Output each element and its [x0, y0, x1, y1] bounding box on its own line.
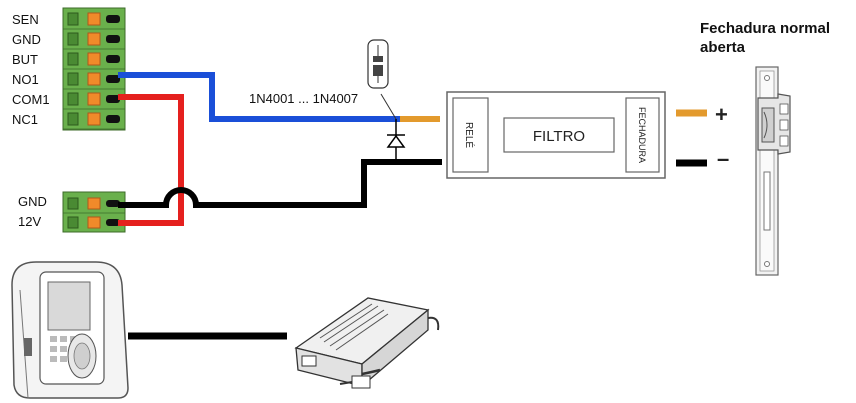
keypad-key: [50, 336, 57, 342]
terminal-pin: [63, 216, 125, 233]
pin-label-sen: SEN: [12, 12, 39, 27]
keypad-key: [60, 346, 67, 352]
plus-sign: +: [715, 102, 728, 127]
filter-right-label: FECHADURA: [637, 107, 647, 163]
keypad-key: [50, 346, 57, 352]
filter-center-label: FILTRO: [533, 128, 585, 145]
pin-label-no1: NO1: [12, 72, 39, 87]
wire-black: [118, 159, 442, 208]
lock-title-line2: aberta: [700, 39, 746, 56]
pin-label-nc1: NC1: [12, 112, 38, 127]
lock-title-line1: Fechadura normal: [700, 20, 830, 37]
keypad-key: [50, 356, 57, 362]
pin-label-power-gnd: GND: [18, 194, 47, 209]
diode-component-icon: [367, 39, 397, 120]
diode-symbol: [386, 119, 406, 162]
pin-label-gnd: GND: [12, 32, 41, 47]
diode-part-label: 1N4001 ... 1N4007: [249, 91, 358, 106]
wire-blue: [118, 72, 400, 122]
terminal-pin: [63, 92, 125, 110]
wire-red: [118, 94, 184, 226]
keypad-key: [60, 356, 67, 362]
terminal-pin: [63, 72, 125, 90]
pin-label-com1: COM1: [12, 92, 50, 107]
terminal-block-power: [62, 191, 126, 233]
access-control-terminal-image: [11, 261, 129, 399]
terminal-pin: [63, 52, 125, 70]
power-supply-image: [294, 297, 440, 389]
minus-sign: –: [717, 146, 729, 171]
terminal-pin: [63, 12, 125, 30]
terminal-pin: [63, 32, 125, 50]
filter-left-label: RELÉ: [463, 122, 476, 148]
terminal-block-top: [62, 7, 126, 131]
terminal-pin: [63, 112, 125, 130]
pin-label-but: BUT: [12, 52, 38, 67]
terminal-pin: [63, 197, 125, 214]
keypad-key: [60, 336, 67, 342]
filter-box: [446, 91, 666, 179]
pin-label-power-12v: 12V: [18, 214, 41, 229]
electric-strike-lock-image: [755, 66, 791, 276]
